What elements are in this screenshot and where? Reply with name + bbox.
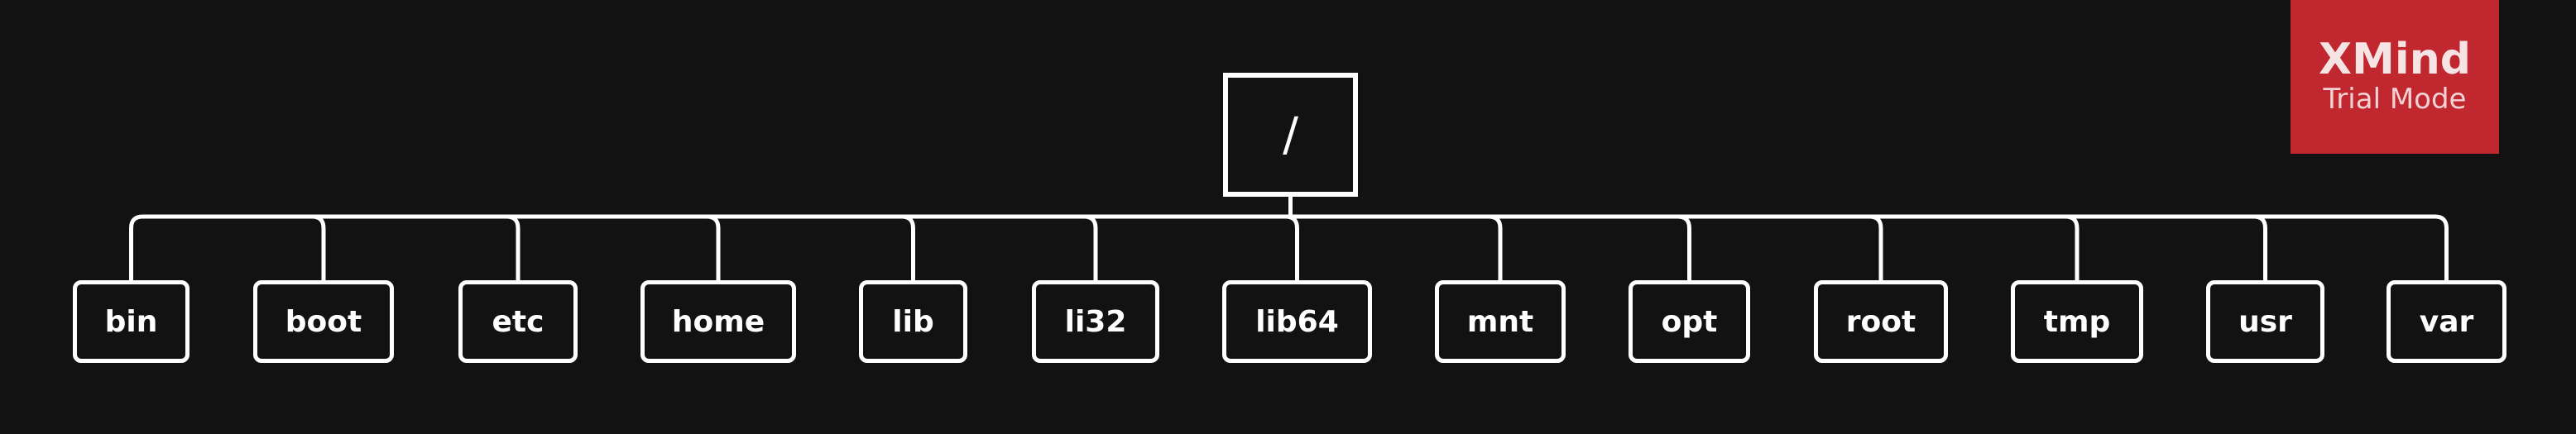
topic-label: lib — [892, 304, 934, 339]
branch-drop-line — [311, 214, 326, 280]
topic-etc[interactable]: etc — [458, 280, 578, 363]
branch-drop-line — [2065, 214, 2080, 280]
topic-label: boot — [285, 304, 362, 339]
branch-drop-line — [901, 214, 915, 280]
topic-home[interactable]: home — [640, 280, 796, 363]
topic-label: bin — [104, 304, 158, 339]
central-topic[interactable]: / — [1223, 73, 1358, 197]
topic-lib64[interactable]: lib64 — [1222, 280, 1372, 363]
topic-lib[interactable]: lib — [859, 280, 967, 363]
topic-root[interactable]: root — [1814, 280, 1948, 363]
topic-li32[interactable]: li32 — [1032, 280, 1159, 363]
topic-label: etc — [492, 304, 544, 339]
topic-label: li32 — [1064, 304, 1127, 339]
topic-mnt[interactable]: mnt — [1435, 280, 1566, 363]
branch-drop-line — [2253, 214, 2267, 280]
topic-label: home — [671, 304, 765, 339]
branch-drop-line — [1488, 214, 1503, 280]
topic-label: lib64 — [1255, 304, 1339, 339]
branch-drop-line — [506, 214, 520, 280]
topic-label: root — [1845, 304, 1916, 339]
topic-label: usr — [2238, 304, 2292, 339]
topic-usr[interactable]: usr — [2206, 280, 2324, 363]
trial-mode-badge[interactable]: XMind Trial Mode — [2291, 0, 2499, 154]
topic-opt[interactable]: opt — [1629, 280, 1750, 363]
branch-drop-line — [1868, 214, 1883, 280]
topic-label: opt — [1661, 304, 1718, 339]
topic-tmp[interactable]: tmp — [2011, 280, 2143, 363]
branch-bar-line — [129, 214, 2449, 280]
branch-drop-line — [1083, 214, 1098, 280]
branch-drop-line — [706, 214, 721, 280]
topic-label: mnt — [1466, 304, 1534, 339]
topic-label: var — [2419, 304, 2474, 339]
branch-drop-line — [1677, 214, 1691, 280]
badge-brand-text: XMind — [2319, 35, 2471, 85]
branch-drop-line — [1285, 214, 1299, 280]
topic-var[interactable]: var — [2387, 280, 2506, 363]
topic-bin[interactable]: bin — [73, 280, 189, 363]
central-topic-label: / — [1283, 107, 1298, 162]
badge-mode-text: Trial Mode — [2323, 82, 2467, 116]
topic-boot[interactable]: boot — [253, 280, 394, 363]
topic-label: tmp — [2043, 304, 2111, 339]
